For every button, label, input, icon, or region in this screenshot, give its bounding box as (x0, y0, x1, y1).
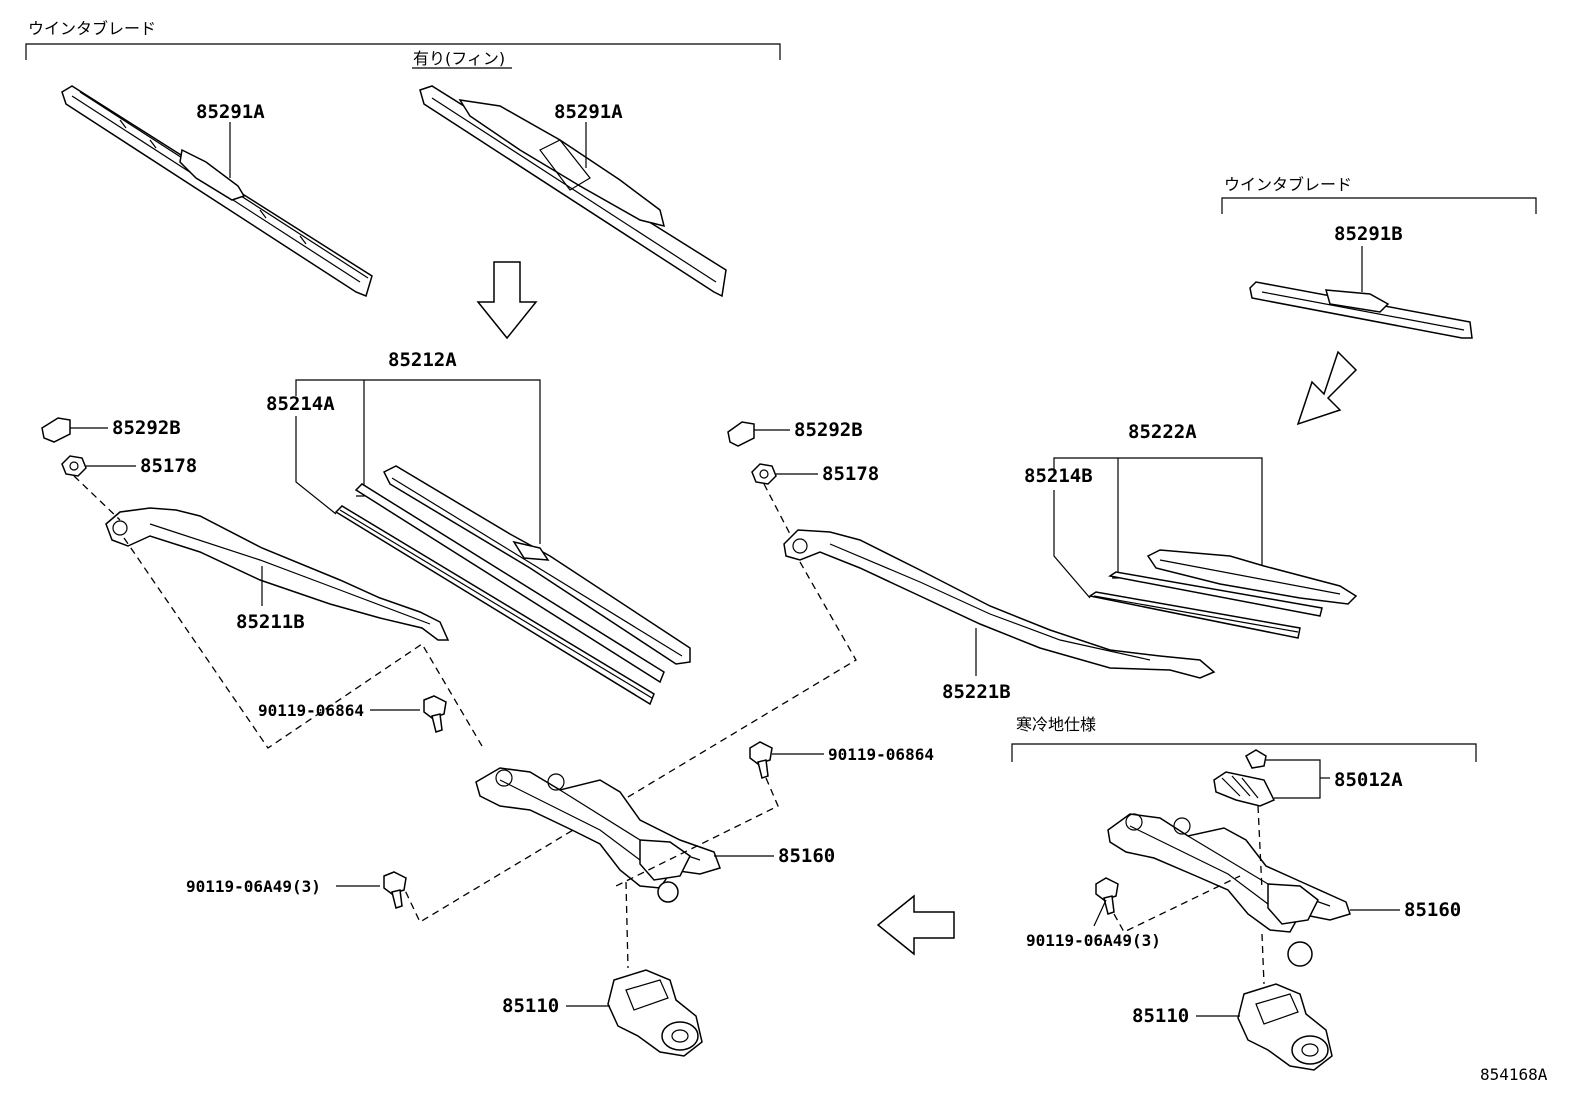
nut-85178-left[interactable] (61, 455, 87, 477)
wiper-arm-85211B[interactable] (105, 507, 450, 641)
label-90119-06A49-left: 90119-06A49(3) (186, 877, 321, 896)
wiper-arm-85221B[interactable] (783, 529, 1216, 679)
cold-region-bracket: 寒冷地仕様 (1011, 715, 1477, 762)
left-arrow-icon (876, 894, 955, 956)
label-85178-right: 85178 (822, 463, 879, 485)
linkage-85160-left[interactable] (475, 767, 721, 903)
diagram-id: 854168A (1480, 1065, 1548, 1084)
label-85291A-left: 85291A (196, 101, 265, 123)
label-85212A: 85212A (388, 349, 457, 371)
wiper-blade-85291A-left[interactable] (61, 85, 373, 298)
blade-rubber-85214B[interactable] (1088, 591, 1301, 639)
wiper-blade-85291A-right[interactable] (419, 85, 727, 298)
winter-blade-right-label: ウインタブレード (1224, 175, 1352, 194)
cold-region-label: 寒冷地仕様 (1016, 715, 1096, 734)
with-fin-label: 有り(フィン) (413, 49, 505, 68)
label-85291A-right: 85291A (554, 101, 623, 123)
bolt-90119-06A49-right[interactable] (1095, 877, 1119, 915)
nut-85178-right[interactable] (751, 463, 777, 485)
label-90119-06864-left: 90119-06864 (258, 701, 364, 720)
label-85110-right: 85110 (1132, 1005, 1189, 1027)
winter-blade-left-bracket: ウインタブレード 有り(フィン) (25, 19, 781, 69)
cap-85292B-right[interactable] (727, 421, 755, 447)
label-85110-left: 85110 (502, 995, 559, 1017)
heater-85012A[interactable] (1213, 749, 1276, 807)
linkage-85160-right[interactable] (1107, 813, 1351, 967)
label-85160-left: 85160 (778, 845, 835, 867)
label-90119-06864-right: 90119-06864 (828, 745, 934, 764)
wiper-blade-85212A[interactable] (354, 465, 691, 684)
label-85221B: 85221B (942, 681, 1011, 703)
winter-blade-right-bracket: ウインタブレード (1221, 175, 1537, 214)
label-85214B: 85214B (1024, 465, 1093, 487)
motor-85110-right[interactable] (1237, 983, 1333, 1071)
wiper-blade-85291B[interactable] (1249, 281, 1473, 339)
winter-blade-left-label: ウインタブレード (28, 19, 156, 38)
label-85160-right: 85160 (1404, 899, 1461, 921)
bolt-90119-06864-right[interactable] (749, 741, 773, 779)
label-85211B: 85211B (236, 611, 305, 633)
bolt-90119-06864-left[interactable] (423, 695, 447, 733)
wiper-blade-85222A[interactable] (1108, 549, 1358, 617)
label-85292B-right: 85292B (794, 419, 863, 441)
bolt-90119-06A49-left[interactable] (383, 871, 407, 909)
cap-85292B-left[interactable] (41, 417, 71, 443)
blade-rubber-85214A[interactable] (334, 505, 655, 706)
label-85222A: 85222A (1128, 421, 1197, 443)
label-85292B-left: 85292B (112, 417, 181, 439)
label-85012A: 85012A (1334, 769, 1403, 791)
label-85178-left: 85178 (140, 455, 197, 477)
motor-85110-left[interactable] (607, 969, 703, 1057)
label-90119-06A49-right: 90119-06A49(3) (1026, 931, 1161, 950)
diagonal-arrow-icon (1296, 350, 1358, 426)
label-85291B: 85291B (1334, 223, 1403, 245)
label-85214A: 85214A (266, 393, 335, 415)
down-arrow-icon (476, 261, 538, 340)
